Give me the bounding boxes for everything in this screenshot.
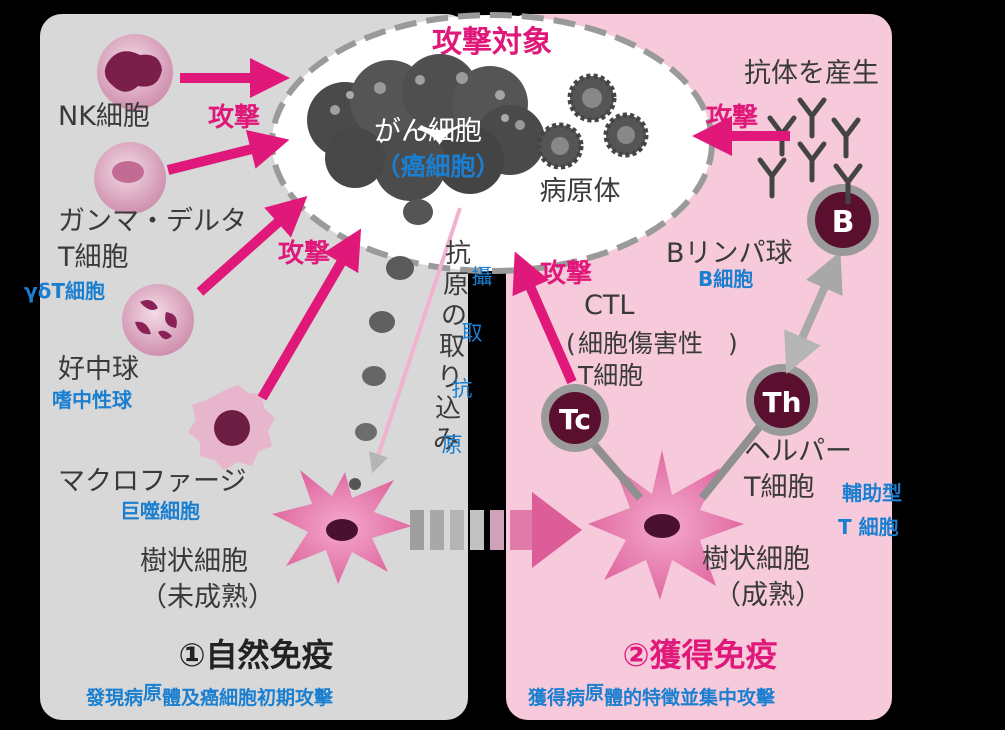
nk-cell-label: NK細胞 [58,101,150,132]
tc-dendritic-link [586,437,644,501]
gamma-delta-label-line1: ガンマ・デルタ [58,206,247,237]
antigen-uptake-cn-char: 抗 [452,377,473,401]
antigen-uptake-char: 抗 [445,239,471,269]
pathogen-icon [536,73,649,170]
macrophage-cn-label: 巨噬細胞 [120,499,200,523]
acquired-caption: 獲得病原體的特徵並集中攻擊 [528,682,776,709]
th-badge-label: Th [762,386,801,419]
b-cell-label: Bリンパ球 [666,238,793,269]
th-cell-icon [746,364,818,436]
antigen-uptake-char: り [437,363,463,393]
helper-label-line2: T細胞 [743,472,815,503]
ctl-label-line2: 細胞傷害性 [578,329,703,358]
immature-dendritic-label-line2: （未成熟） [140,582,275,613]
b-th-interaction-arrow [784,251,843,374]
helper-cn-label-line2: T 細胞 [838,515,899,539]
neutrophil-label: 好中球 [58,354,139,385]
ctl-label-line3: T細胞 [577,361,643,390]
gamma-delta-label-line2: T細胞 [57,242,129,273]
maturation-arrow [410,492,582,568]
immature-dendritic-cell-icon [272,470,412,584]
attack-label-4: 攻撃 [706,103,758,133]
antigen-uptake-char: み [433,425,459,455]
ctl-attack-arrow [512,251,577,385]
immature-dendritic-label-line1: 樹状細胞 [140,546,248,577]
th-dendritic-link [698,423,764,501]
neutrophil-attack-arrow [196,196,308,296]
gamma-delta-cn-label: γδT細胞 [24,279,105,303]
cancer-cell-icon [307,54,545,201]
ctl-label-line1: CTL [584,290,634,321]
tc-cell-icon [541,384,609,452]
b-cell-icon [807,184,879,256]
right-black-margin [912,0,1005,730]
tc-badge-label: Tc [559,403,591,436]
antigen-uptake-char: 込 [435,394,461,424]
macrophage-icon [188,385,275,470]
mature-dendritic-label-line1: 樹状細胞 [702,544,810,575]
b-badge-label: B [832,205,855,240]
helper-cn-label-line1: 輔助型 [842,481,902,505]
attack-label-1: 攻撃 [208,103,260,133]
innate-caption: 發現病原體及癌細胞初期攻擊 [85,682,334,709]
antigen-uptake-cn-char: 原 [442,433,463,457]
antigen-uptake-char: 取 [439,332,465,362]
ctl-paren-close: ) [728,329,738,358]
antigen-uptake-cn-char: 攝 [472,265,493,289]
macrophage-label: マクロファージ [58,466,246,497]
attack-label-3: 攻撃 [540,259,592,289]
nk-cell-icon [97,34,173,110]
neutrophil-icon [122,284,194,356]
attack-label-2: 攻撃 [278,239,330,269]
cancer-cell-cn-label: （癌細胞） [375,152,500,181]
gamma-delta-attack-arrow [166,129,290,175]
antigen-uptake-arrow [369,207,462,474]
b-cell-cn-label: B細胞 [698,267,753,291]
antibody-label: 抗体を産生 [744,58,879,89]
gamma-delta-cell-icon [94,142,166,214]
pathogen-label: 病原体 [540,176,621,207]
neutrophil-cn-label: 嗜中性球 [52,388,133,412]
antigen-uptake-cn-char: 取 [462,321,483,345]
ctl-paren-open: ( [566,329,576,358]
helper-label-line1: ヘルパー [744,436,852,467]
mature-dendritic-label-line2: （成熟） [714,580,822,611]
antigen-uptake-char: の [441,301,467,331]
target-title: 攻撃対象 [432,25,552,60]
innate-title: ①自然免疫 [178,636,333,674]
antigen-uptake-char: 原 [443,270,469,300]
antigen-fragment-icons [355,199,433,441]
macrophage-attack-arrow [257,228,362,401]
cancer-cell-label: がん細胞 [374,116,482,147]
acquired-title: ②獲得免疫 [622,636,777,674]
